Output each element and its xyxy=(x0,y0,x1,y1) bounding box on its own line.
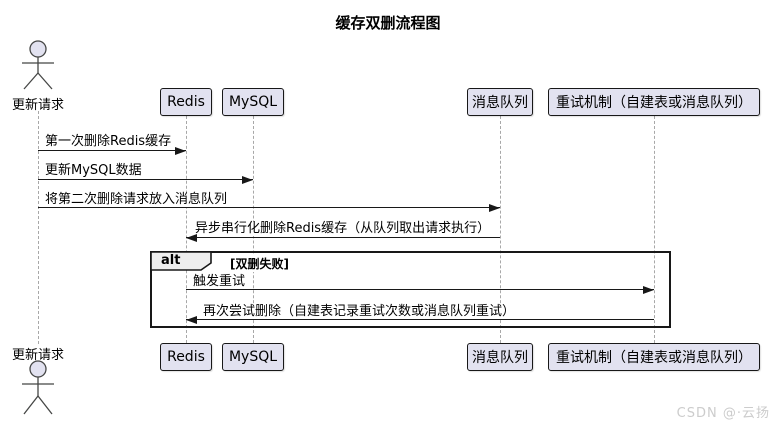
actor-figure-icon xyxy=(22,360,54,415)
lifeline-redis xyxy=(186,116,187,343)
participant-mysql-top: MySQL xyxy=(222,88,284,116)
arrowhead-icon xyxy=(643,286,654,294)
arrowhead-icon xyxy=(175,147,186,155)
participant-message-queue-bottom: 消息队列 xyxy=(467,343,533,371)
participant-mysql-bottom: MySQL xyxy=(222,343,284,371)
lifeline-retry-mechanism xyxy=(654,116,655,343)
lifeline-actor xyxy=(38,111,39,344)
message-arrow xyxy=(186,237,500,238)
participant-redis-top: Redis xyxy=(160,88,212,116)
message-arrow xyxy=(38,207,500,208)
participant-retry-mechanism-top: 重试机制（自建表或消息队列） xyxy=(548,88,760,116)
alt-frame xyxy=(150,251,671,328)
message-label: 更新MySQL数据 xyxy=(43,163,144,178)
message-label: 触发重试 xyxy=(191,274,248,289)
participant-redis-bottom: Redis xyxy=(160,343,212,371)
arrowhead-icon xyxy=(489,204,500,212)
message-arrow xyxy=(186,289,654,290)
alt-frame-label: alt xyxy=(161,253,181,268)
arrowhead-icon xyxy=(242,176,253,184)
message-arrow xyxy=(186,319,654,320)
message-label: 将第二次删除请求放入消息队列 xyxy=(43,192,230,207)
alt-frame-condition: [双删失败] xyxy=(228,255,291,272)
participant-message-queue-top: 消息队列 xyxy=(467,88,533,116)
message-arrow xyxy=(38,150,186,151)
arrowhead-icon xyxy=(186,234,197,242)
message-label: 异步串行化删除Redis缓存（从队列取出请求执行） xyxy=(193,221,493,236)
message-label: 第一次删除Redis缓存 xyxy=(43,134,174,149)
actor-label-bottom: 更新请求 xyxy=(11,348,64,363)
lifeline-message-queue xyxy=(500,116,501,343)
alt-frame-label-pentagon xyxy=(150,251,212,271)
actor-label-top: 更新请求 xyxy=(11,98,64,113)
message-label: 再次尝试删除（自建表记录重试次数或消息队列重试） xyxy=(201,304,518,319)
diagram-title: 缓存双删流程图 xyxy=(335,14,441,32)
watermark: CSDN @·云扬 xyxy=(676,406,770,421)
actor-figure-icon xyxy=(22,40,54,90)
participant-retry-mechanism-bottom: 重试机制（自建表或消息队列） xyxy=(548,343,760,371)
message-arrow xyxy=(38,179,253,180)
arrowhead-icon xyxy=(186,316,197,324)
